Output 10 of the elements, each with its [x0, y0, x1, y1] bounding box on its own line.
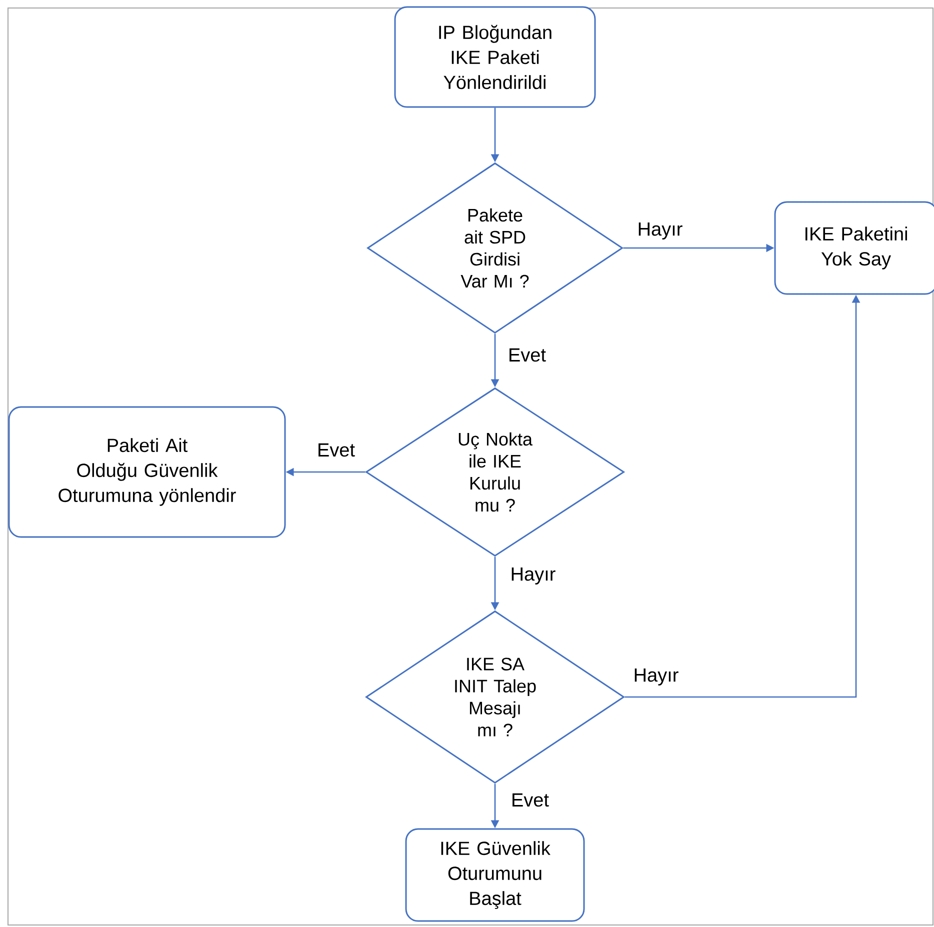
edge-label: Hayır — [509, 566, 557, 586]
process-box: IKE Paketini Yok Say — [774, 201, 934, 295]
edge-label: Hayır — [636, 222, 684, 240]
edge-label: Evet — [510, 792, 550, 808]
edge-label: Evet — [316, 442, 356, 458]
process-box: IKE Güvenlik Oturumunu Başlat — [405, 828, 585, 922]
process-box: Paketi Ait Olduğu Güvenlik Oturumuna yönlendir — [8, 406, 286, 538]
process-box: IP Bloğundan IKE Paketi Yönlendirildi — [394, 6, 596, 108]
edge-label: Evet — [507, 347, 548, 363]
edge-label: Hayır — [632, 668, 680, 687]
